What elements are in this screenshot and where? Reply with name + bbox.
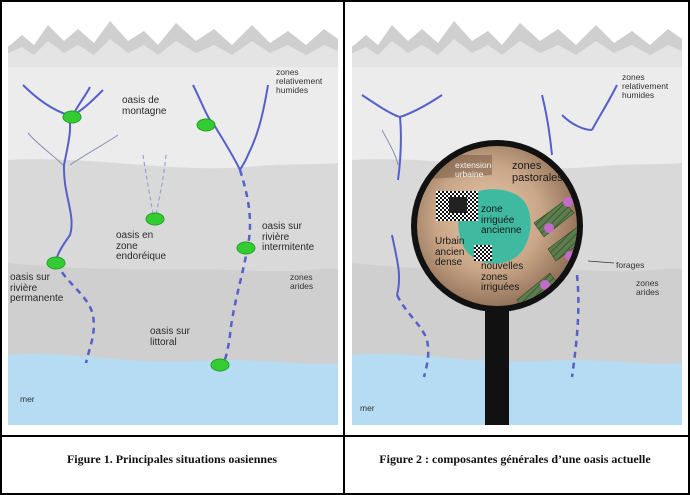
fig1-oasis-endoreique-label: oasis en zone endoréique — [116, 230, 167, 262]
fig2-zones-humides-label: zones relativement humides — [622, 72, 669, 100]
fig1-oasis-intermittente-label: oasis sur rivière intermitente — [262, 221, 315, 253]
oasis-intermittente-marker — [236, 241, 256, 255]
sea — [352, 353, 682, 425]
urbain-ancien-dense-area — [474, 245, 492, 261]
oasis-montagne-right-marker — [196, 118, 216, 132]
figure2-caption: Figure 2 : composantes générales d’une o… — [379, 452, 651, 466]
oasis-permanente-marker — [46, 256, 66, 270]
figure1-diagram — [8, 21, 338, 425]
rivers — [361, 84, 618, 181]
nouvelles-zones-irriguees-2 — [547, 224, 577, 262]
figure2-diagram — [352, 21, 682, 425]
sea — [8, 353, 338, 425]
fig2-forages-label: forages — [616, 260, 645, 270]
fig2-zone-irriguee-ancienne-label: zone irriguée ancienne — [481, 204, 522, 236]
fig1-mer-label: mer — [20, 394, 35, 404]
fig2-mer-label: mer — [360, 403, 375, 413]
oasis-endoreique-marker — [145, 212, 165, 226]
fig1-oasis-littoral-label: oasis sur littoral — [150, 326, 191, 348]
fig1-oasis-montagne-label: oasis de montagne — [122, 95, 167, 117]
oasis-montagne-left-marker — [62, 110, 82, 124]
forage-dot — [540, 280, 550, 290]
fig1-oasis-permanente-label: oasis sur rivière permanente — [10, 272, 64, 304]
fig1-zones-arides-label: zones arides — [290, 272, 314, 291]
fig2-extension-urbaine-label: extension urbaine — [455, 160, 492, 179]
forage-dot — [563, 197, 573, 207]
fig2-nouvelles-zones-irriguees-label: nouvelles zones irriguées — [481, 261, 524, 293]
fig2-zones-pastorales-label: zones pastorales — [512, 160, 563, 184]
fig2-urbain-ancien-dense-label: Urbain ancien dense — [435, 236, 465, 268]
fig2-zones-arides-label: zones arides — [636, 278, 660, 297]
forage-dot — [544, 223, 554, 233]
fig1-zones-humides-label: zones relativement humides — [276, 67, 323, 95]
oasis-littoral-marker — [210, 358, 230, 372]
river-intermittente-lower — [221, 169, 252, 366]
figure1-caption: Figure 1. Principales situations oasienn… — [66, 452, 278, 466]
